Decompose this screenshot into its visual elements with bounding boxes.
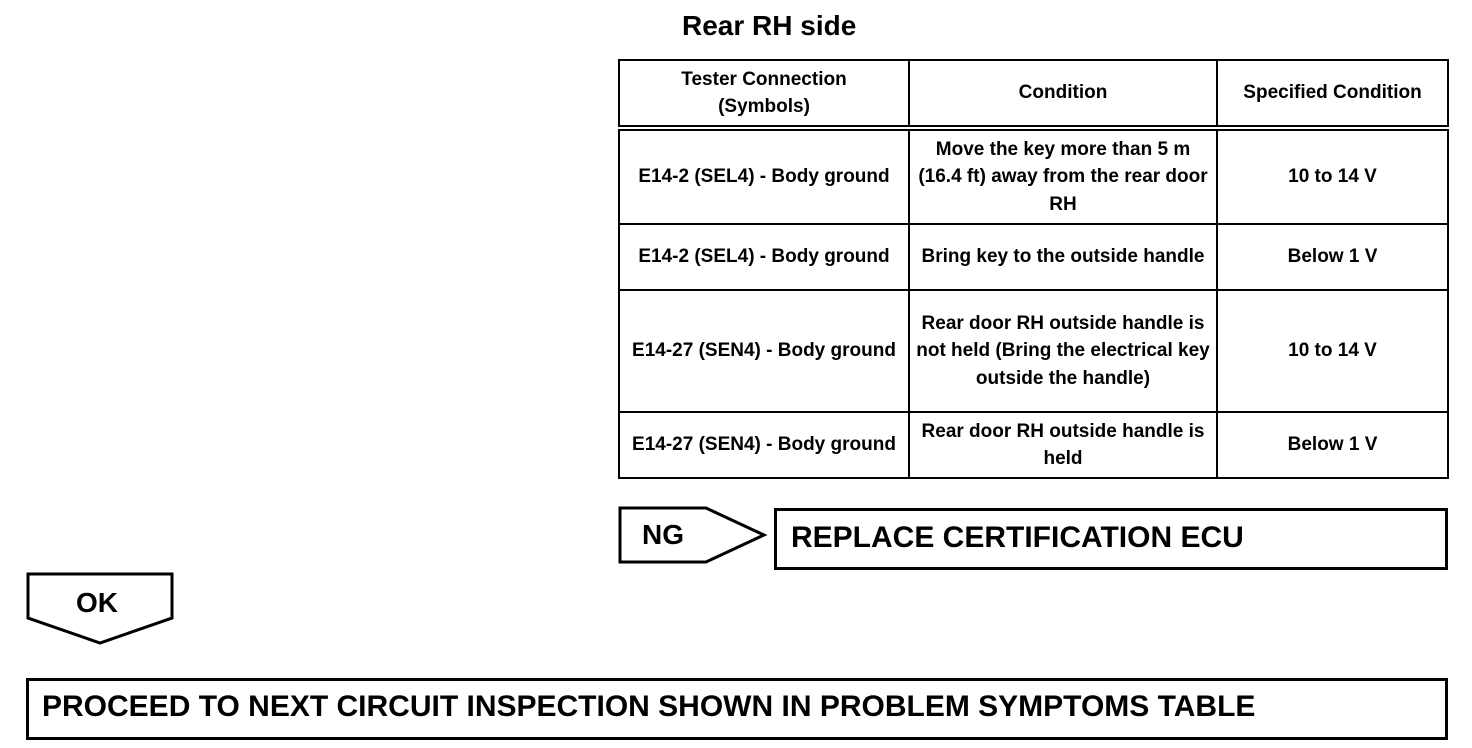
- cell-connection: E14-2 (SEL4) - Body ground: [618, 127, 910, 225]
- cell-specified: 10 to 14 V: [1216, 127, 1449, 225]
- cell-condition: Rear door RH outside handle is not held …: [908, 289, 1218, 413]
- ok-result-box: PROCEED TO NEXT CIRCUIT INSPECTION SHOWN…: [26, 678, 1448, 740]
- cell-condition: Rear door RH outside handle is held: [908, 411, 1218, 479]
- ok-action-text: PROCEED TO NEXT CIRCUIT INSPECTION SHOWN…: [42, 690, 1256, 723]
- cell-condition: Bring key to the outside handle: [908, 223, 1218, 291]
- table-header-row: Tester Connection (Symbols) Condition Sp…: [618, 59, 1449, 129]
- header-specified-condition: Specified Condition: [1216, 59, 1449, 129]
- table-row: E14-27 (SEN4) - Body ground Rear door RH…: [618, 411, 1449, 479]
- cell-connection: E14-27 (SEN4) - Body ground: [618, 289, 910, 413]
- cell-specified: Below 1 V: [1216, 223, 1449, 291]
- ok-arrow-tag: [26, 572, 176, 646]
- right-arrow-icon: [618, 506, 768, 564]
- table-row: E14-2 (SEL4) - Body ground Move the key …: [618, 127, 1449, 225]
- ng-result-box: REPLACE CERTIFICATION ECU: [774, 508, 1448, 570]
- cell-connection: E14-27 (SEN4) - Body ground: [618, 411, 910, 479]
- header-tester-connection-line1: Tester Connection (Symbols): [681, 68, 847, 118]
- cell-specified: 10 to 14 V: [1216, 289, 1449, 413]
- header-tester-connection: Tester Connection (Symbols): [618, 59, 910, 129]
- ng-action-text: REPLACE CERTIFICATION ECU: [791, 521, 1244, 554]
- section-title: Rear RH side: [682, 10, 857, 41]
- cell-connection: E14-2 (SEL4) - Body ground: [618, 223, 910, 291]
- ng-label: NG: [642, 519, 684, 550]
- table-row: E14-2 (SEL4) - Body ground Bring key to …: [618, 223, 1449, 291]
- inspection-table: Tester Connection (Symbols) Condition Sp…: [618, 59, 1449, 479]
- cell-condition: Move the key more than 5 m (16.4 ft) awa…: [908, 127, 1218, 225]
- down-arrow-icon: [26, 572, 174, 645]
- header-condition: Condition: [908, 59, 1218, 129]
- ng-arrow-tag: [618, 506, 768, 566]
- cell-specified: Below 1 V: [1216, 411, 1449, 479]
- table-row: E14-27 (SEN4) - Body ground Rear door RH…: [618, 289, 1449, 413]
- ok-label: OK: [76, 587, 118, 618]
